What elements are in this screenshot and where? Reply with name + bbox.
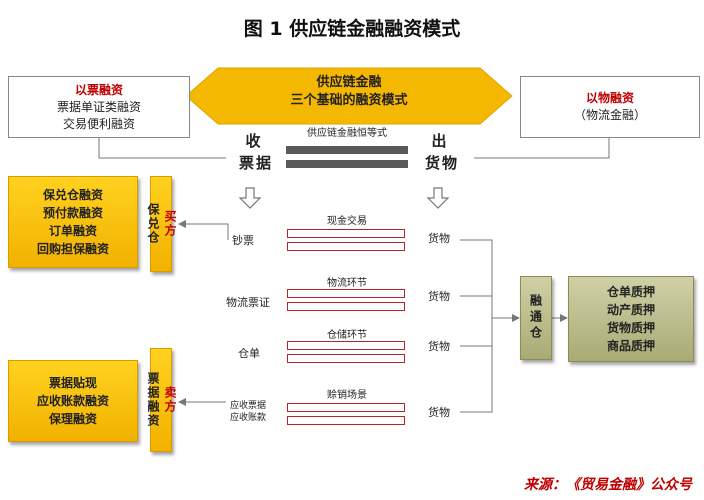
buyer-confirm-warehouse-box: 买方保兑仓 bbox=[146, 176, 177, 272]
row2-box-bottom bbox=[287, 302, 405, 311]
bill-financing-heading: 以票融资 bbox=[74, 82, 123, 97]
row3-box-top bbox=[287, 341, 405, 350]
buyer-financing-item: 回购担保融资 bbox=[36, 242, 109, 256]
ship-goods-label: 出 货物 bbox=[418, 130, 466, 174]
row1-left-label: 钞票 bbox=[232, 234, 254, 247]
row3-box-bottom bbox=[287, 354, 405, 363]
arrow-left-head-2 bbox=[178, 398, 186, 406]
page-title: 图 1 供应链金融融资模式 bbox=[243, 18, 461, 40]
source-caption: 来源：《贸易金融》公众号 bbox=[524, 477, 692, 493]
bill-financing-line1: 票据单证类融资 bbox=[56, 99, 141, 114]
buyer-label: 买方 bbox=[163, 210, 177, 238]
equation-bar-top bbox=[286, 146, 408, 154]
receive-char: 收 bbox=[245, 132, 267, 150]
down-arrow-left-icon bbox=[238, 187, 262, 209]
goods-financing-line1: （物流金融） bbox=[573, 108, 646, 122]
ship-char: 出 bbox=[431, 132, 453, 150]
pledge-item: 商品质押 bbox=[606, 339, 655, 353]
seller-financing-box: 票据贴现 应收账款融资 保理融资 bbox=[8, 360, 138, 442]
receive-bill-label: 收 票据 bbox=[232, 130, 280, 174]
bill-financing-line2: 交易便利融资 bbox=[62, 116, 135, 131]
row4-center-label: 赊销场景 bbox=[327, 390, 367, 401]
confirm-warehouse-label: 保兑仓 bbox=[146, 203, 160, 245]
bill-financing-box: 以票融资 票据单证类融资 交易便利融资 bbox=[8, 76, 190, 138]
pledge-item: 货物质押 bbox=[606, 321, 655, 335]
row3-center-label: 仓储环节 bbox=[327, 330, 367, 341]
row2-box-top bbox=[287, 289, 405, 298]
buyer-financing-item: 订单融资 bbox=[48, 224, 97, 238]
seller-financing-item: 票据贴现 bbox=[48, 376, 97, 390]
row1-box-bottom bbox=[287, 242, 405, 251]
goods-financing-box: 以物融资 （物流金融） bbox=[520, 76, 700, 138]
banner-text: 供应链金融 三个基础的融资模式 bbox=[218, 74, 480, 110]
equation-bar-bottom bbox=[286, 160, 408, 168]
goods-word: 货物 bbox=[424, 154, 459, 172]
row4-right-label: 货物 bbox=[428, 406, 450, 419]
row2-left-label: 物流票证 bbox=[226, 296, 270, 309]
banner-line1: 供应链金融 bbox=[316, 75, 382, 90]
connector-left-top bbox=[98, 138, 226, 159]
row2-center-label: 物流环节 bbox=[327, 278, 367, 289]
pledge-item: 动产质押 bbox=[606, 303, 655, 317]
arrow-right-head bbox=[512, 314, 520, 322]
row4-left-line2: 应收账款 bbox=[230, 413, 267, 423]
row3-left-label: 仓单 bbox=[238, 347, 260, 360]
row1-right-label: 货物 bbox=[428, 232, 450, 245]
arrow-left-head-1 bbox=[178, 220, 186, 228]
row3-right-label: 货物 bbox=[428, 340, 450, 353]
row4-box-bottom bbox=[287, 416, 405, 425]
row1-box-top bbox=[287, 229, 405, 238]
buyer-financing-item: 预付款融资 bbox=[42, 206, 103, 220]
bill-word: 票据 bbox=[238, 154, 273, 172]
banner-line2: 三个基础的融资模式 bbox=[290, 93, 408, 108]
seller-financing-item: 应收账款融资 bbox=[36, 394, 109, 408]
seller-financing-item: 保理融资 bbox=[48, 412, 97, 426]
buyer-financing-box: 保兑仓融资 预付款融资 订单融资 回购担保融资 bbox=[8, 176, 138, 268]
buyer-financing-item: 保兑仓融资 bbox=[42, 188, 103, 202]
connector-right-top bbox=[474, 138, 610, 159]
connector-right-bracket bbox=[460, 239, 493, 413]
down-arrow-right-icon bbox=[426, 187, 450, 209]
bill-financing-label: 票据融资 bbox=[146, 372, 160, 428]
financing-warehouse-box: 融通仓 bbox=[520, 276, 552, 360]
row4-left-label: 应收票据 应收账款 bbox=[230, 400, 266, 424]
pledge-item: 仓单质押 bbox=[606, 285, 655, 299]
row1-center-label: 现金交易 bbox=[327, 216, 367, 227]
row4-box-top bbox=[287, 403, 405, 412]
pledge-box: 仓单质押 动产质押 货物质押 商品质押 bbox=[568, 276, 694, 362]
connector-left-bracket-1 bbox=[186, 223, 229, 240]
banner-double-arrow bbox=[185, 67, 513, 125]
equation-label: 供应链金融恒等式 bbox=[307, 128, 387, 139]
arrow-right-head-2 bbox=[560, 314, 568, 322]
goods-financing-heading: 以物融资 bbox=[585, 91, 634, 105]
row4-left-line1: 应收票据 bbox=[230, 401, 267, 411]
seller-bill-financing-box: 卖方票据融资 bbox=[146, 348, 177, 452]
row2-right-label: 货物 bbox=[428, 290, 450, 303]
seller-label: 卖方 bbox=[163, 386, 177, 414]
